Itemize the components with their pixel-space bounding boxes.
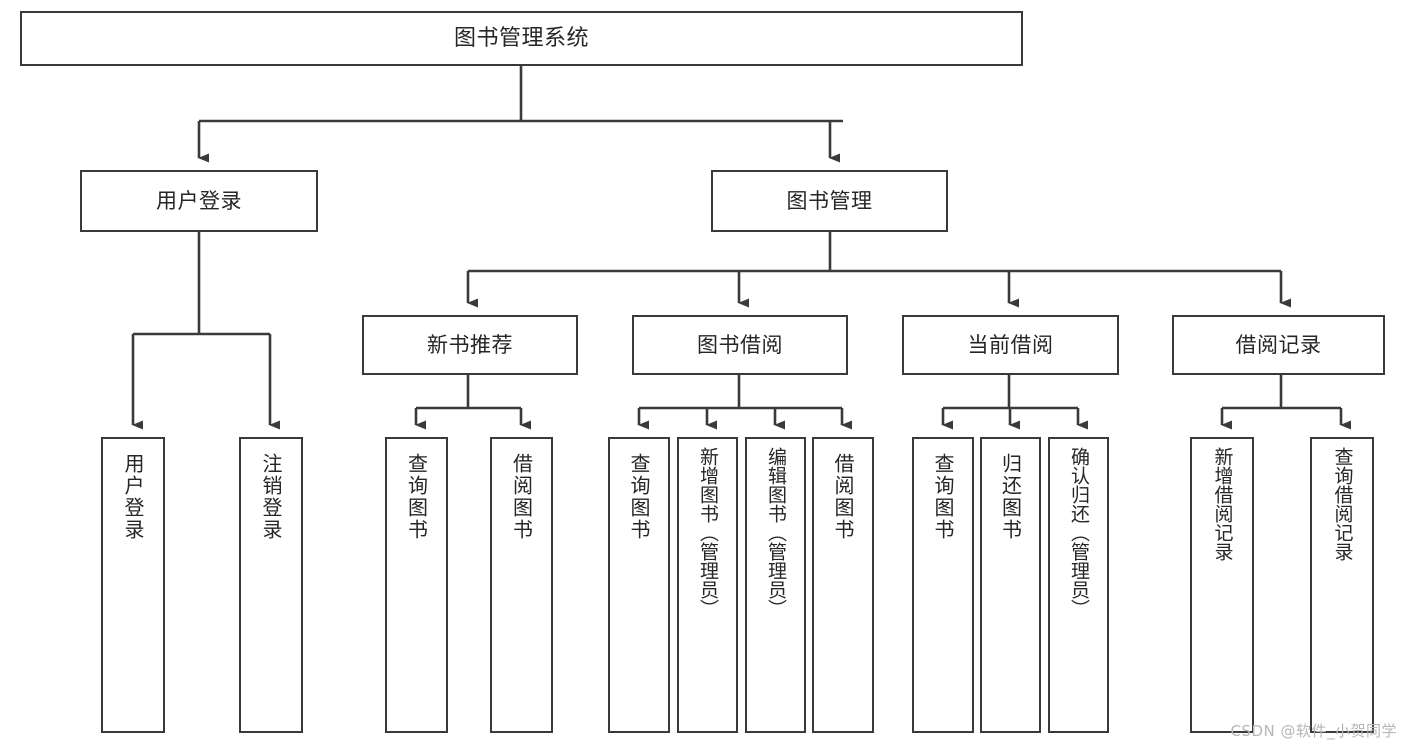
- node-leaf-query-book-2[interactable]: 查询图书: [608, 437, 670, 733]
- node-leaf-add-book[interactable]: 新增图书（管理员）: [677, 437, 738, 733]
- node-leaf-edit-book[interactable]: 编辑图书（管理员）: [745, 437, 806, 733]
- node-label: 新增借阅记录: [1211, 447, 1234, 561]
- node-current-borrow[interactable]: 当前借阅: [902, 315, 1119, 375]
- node-label: 查询图书: [404, 453, 429, 541]
- node-leaf-add-borrow-record[interactable]: 新增借阅记录: [1190, 437, 1254, 733]
- node-label: 确认归还（管理员）: [1068, 447, 1090, 618]
- node-leaf-query-borrow-record[interactable]: 查询借阅记录: [1310, 437, 1374, 733]
- node-label: 归还图书: [998, 453, 1023, 541]
- node-label: 新增图书（管理员）: [697, 447, 719, 618]
- node-book-manage[interactable]: 图书管理: [711, 170, 948, 232]
- node-label: 编辑图书（管理员）: [765, 447, 787, 618]
- node-borrow-record[interactable]: 借阅记录: [1172, 315, 1385, 375]
- node-leaf-borrow-book-1[interactable]: 借阅图书: [490, 437, 553, 733]
- node-user-login[interactable]: 用户登录: [80, 170, 318, 232]
- node-label: 借阅图书: [509, 453, 534, 541]
- node-label: 查询图书: [627, 453, 651, 541]
- node-root-system[interactable]: 图书管理系统: [20, 11, 1023, 66]
- node-new-book-recommend[interactable]: 新书推荐: [362, 315, 578, 375]
- node-leaf-borrow-book-2[interactable]: 借阅图书: [812, 437, 874, 733]
- node-leaf-return-book[interactable]: 归还图书: [980, 437, 1041, 733]
- node-label: 用户登录: [121, 453, 145, 541]
- node-label: 图书借阅: [697, 332, 783, 357]
- node-label: 用户登录: [156, 188, 242, 213]
- node-leaf-query-book-1[interactable]: 查询图书: [385, 437, 448, 733]
- csdn-watermark: CSDN @软件_小贺同学: [1230, 722, 1397, 740]
- node-label: 查询图书: [931, 453, 955, 541]
- node-label: 借阅图书: [831, 453, 855, 541]
- node-label: 查询借阅记录: [1331, 447, 1354, 561]
- node-leaf-user-login[interactable]: 用户登录: [101, 437, 165, 733]
- node-label: 借阅记录: [1235, 332, 1322, 357]
- node-leaf-logout-login[interactable]: 注销登录: [239, 437, 303, 733]
- node-book-borrow[interactable]: 图书借阅: [632, 315, 848, 375]
- node-label: 注销登录: [259, 453, 283, 541]
- node-leaf-confirm-return[interactable]: 确认归还（管理员）: [1048, 437, 1109, 733]
- node-label: 新书推荐: [427, 332, 513, 357]
- node-label: 图书管理系统: [453, 25, 589, 51]
- node-label: 当前借阅: [967, 332, 1054, 357]
- node-leaf-query-book-3[interactable]: 查询图书: [912, 437, 974, 733]
- node-label: 图书管理: [786, 188, 873, 213]
